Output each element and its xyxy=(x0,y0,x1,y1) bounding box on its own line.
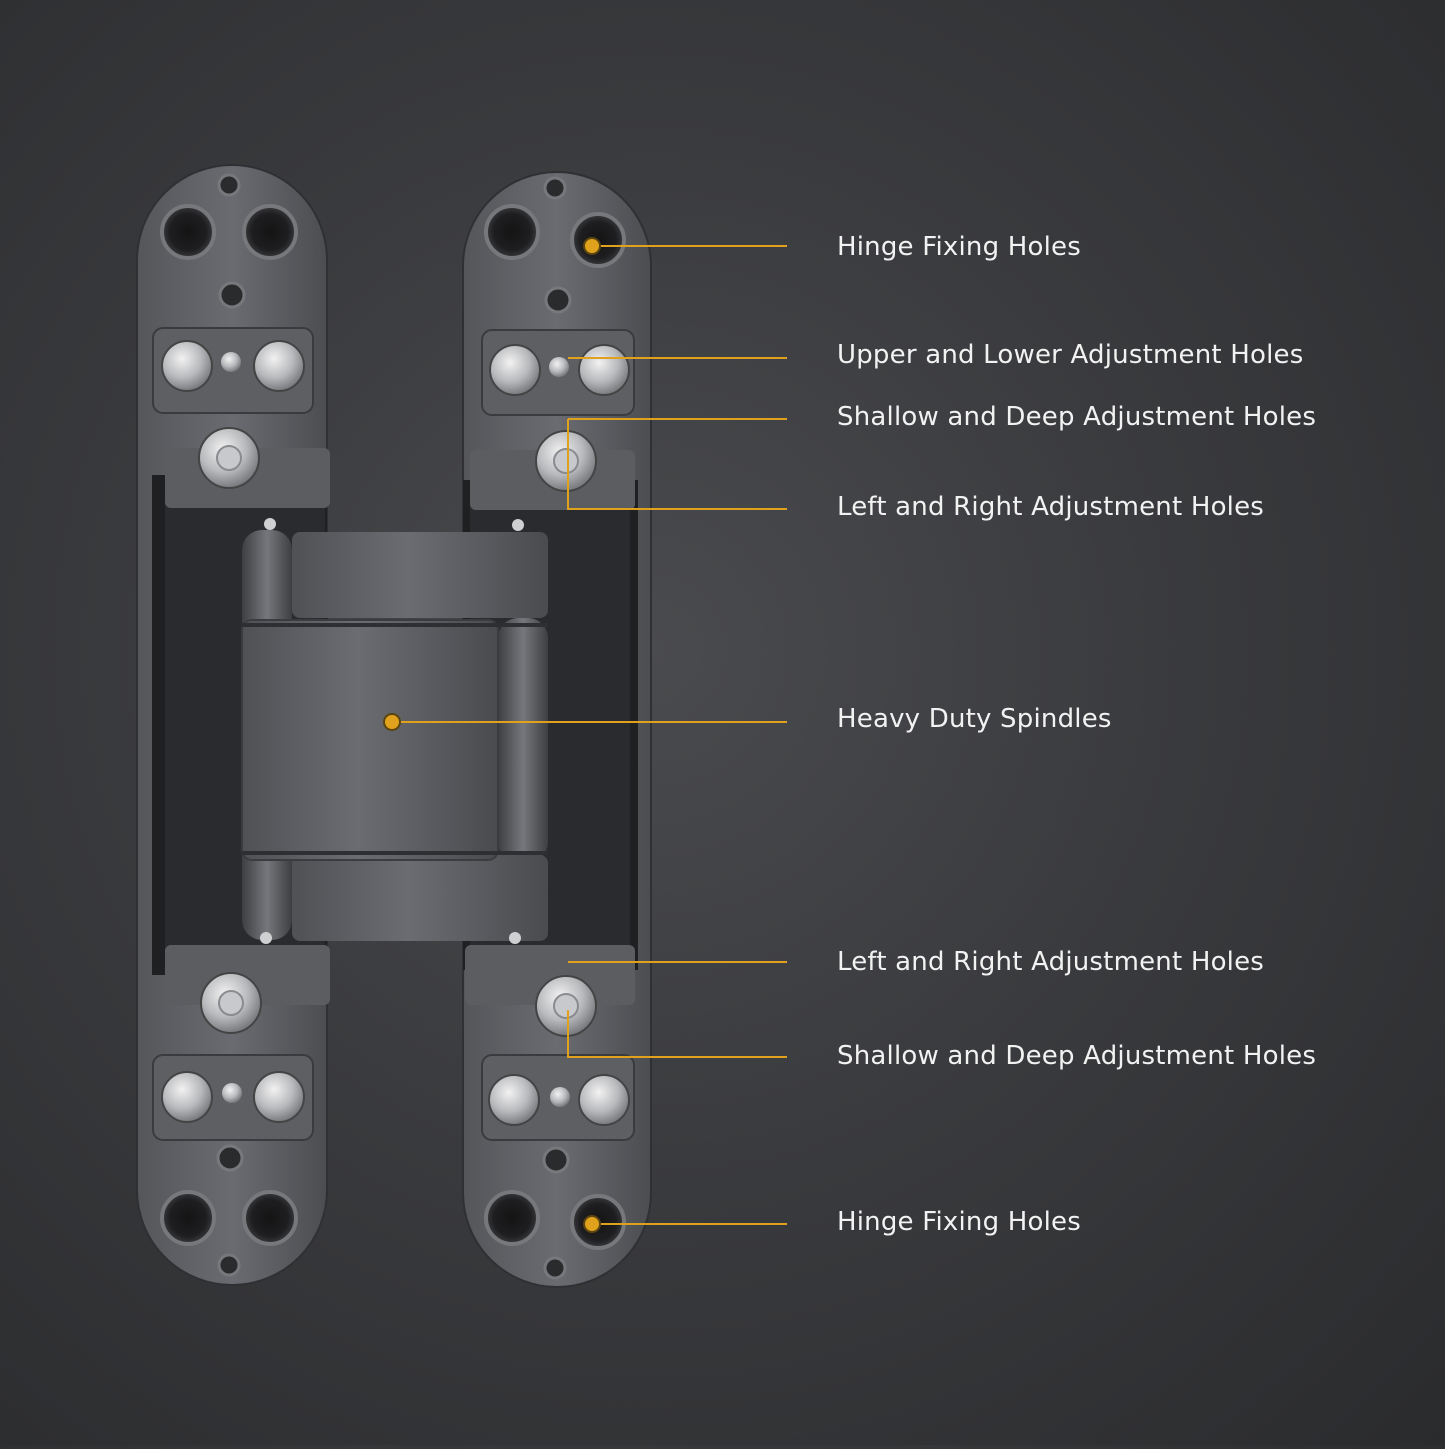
leader-left-right-top xyxy=(567,419,787,510)
callout-label-left-right-bottom: Left and Right Adjustment Holes xyxy=(837,947,1265,977)
right-hinge-plate xyxy=(462,171,652,1288)
leader-shallow-deep-bottom xyxy=(567,1010,787,1058)
leader-hinge-fixing-bottom-dot xyxy=(583,1215,601,1233)
leader-hinge-fixing-top-dot xyxy=(583,237,601,255)
spindle-body xyxy=(241,518,548,944)
callout-label-hinge-fixing-top: Hinge Fixing Holes xyxy=(837,232,1081,262)
callout-label-shallow-deep-top: Shallow and Deep Adjustment Holes xyxy=(837,402,1317,432)
callout-label-upper-lower: Upper and Lower Adjustment Holes xyxy=(837,340,1304,370)
callout-label-left-right-top: Left and Right Adjustment Holes xyxy=(837,492,1265,522)
callout-label-shallow-deep-bottom: Shallow and Deep Adjustment Holes xyxy=(837,1041,1317,1071)
callout-label-spindles: Heavy Duty Spindles xyxy=(837,704,1112,734)
leader-spindles-dot xyxy=(383,713,401,731)
callout-label-hinge-fixing-bottom: Hinge Fixing Holes xyxy=(837,1207,1081,1237)
callout-leaders xyxy=(383,237,787,1233)
